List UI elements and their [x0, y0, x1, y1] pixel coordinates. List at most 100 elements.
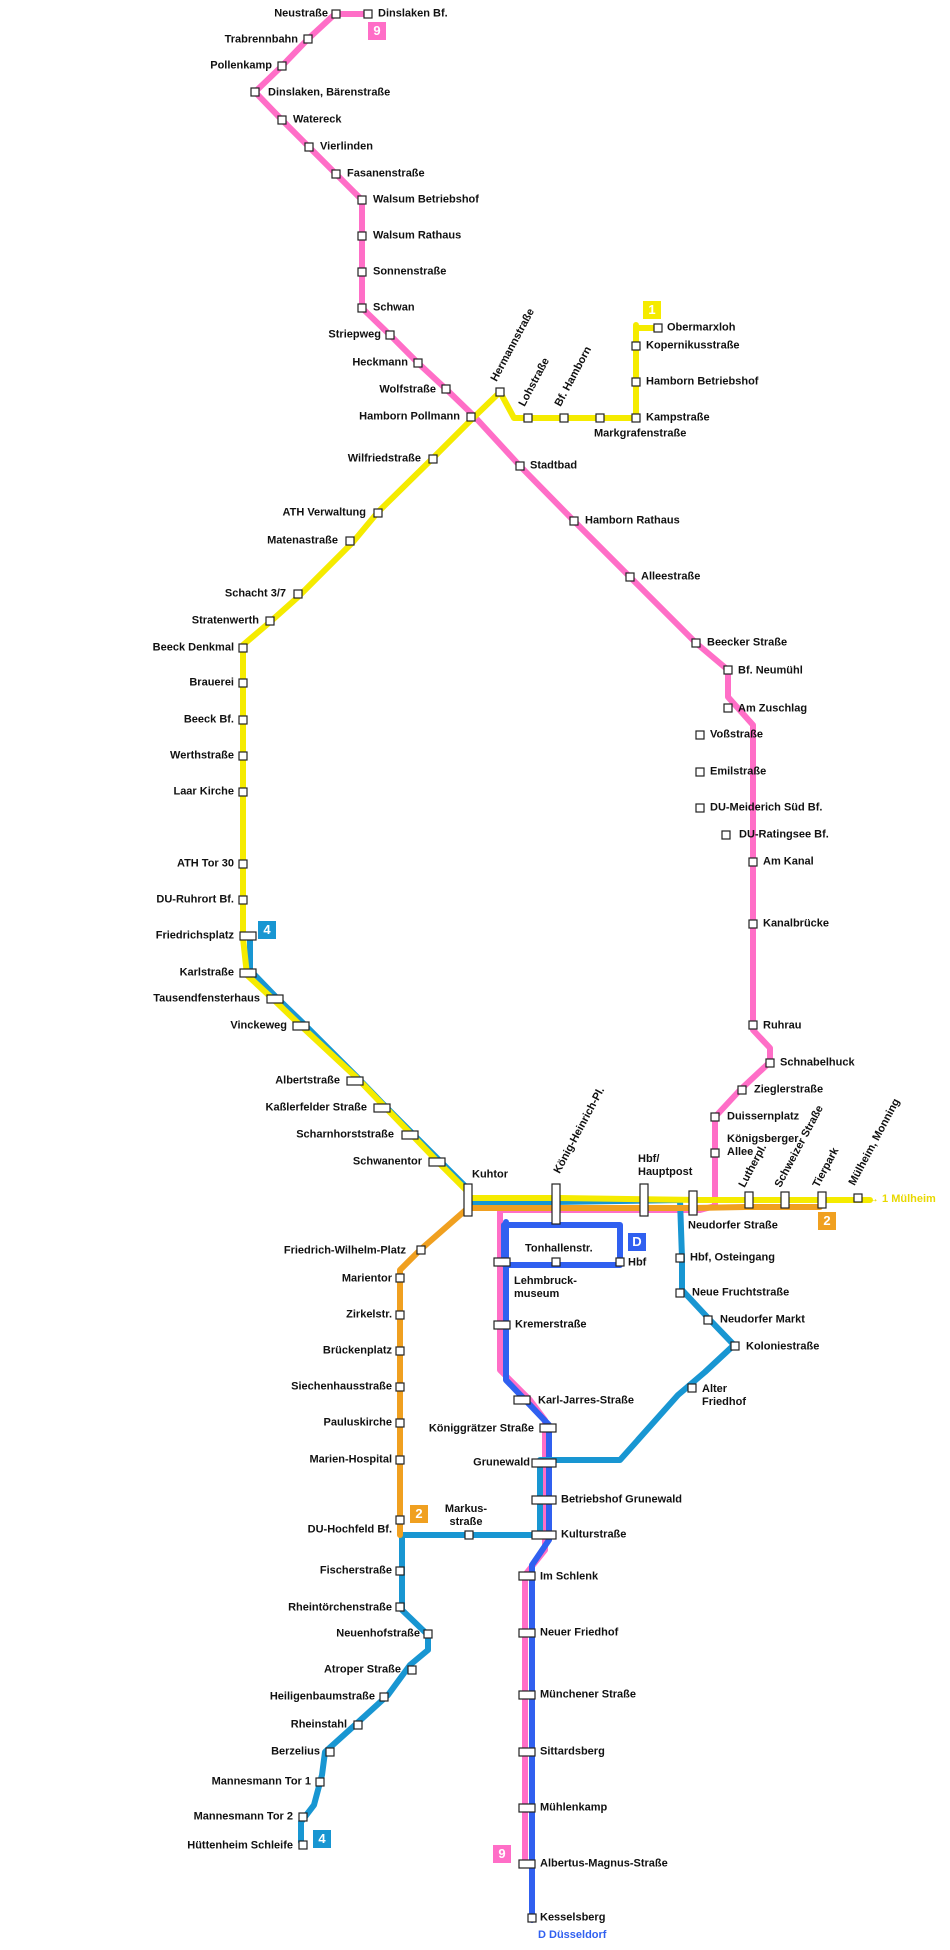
stop-beeck-denkmal [238, 643, 248, 653]
stop-alter-friedhof [687, 1383, 697, 1393]
station-label-neudorfer-markt: Neudorfer Markt [720, 1313, 805, 1326]
line-2-route [397, 1204, 823, 1538]
stop-kulturstrasse [531, 1530, 557, 1540]
stop-ath-tor-30 [238, 859, 248, 869]
station-label-obermarxloh: Obermarxloh [667, 321, 736, 334]
station-label-ath-tor-30: ATH Tor 30 [176, 857, 234, 870]
station-label-dinslaken-baerenstrasse: Dinslaken, Bärenstraße [268, 86, 391, 99]
stop-hbf-hauptpost [639, 1183, 649, 1217]
station-label-vossstrasse: Voßstraße [710, 728, 763, 741]
station-label-vierlinden: Vierlinden [320, 140, 373, 153]
station-stops [238, 9, 863, 1923]
station-label-karlstrasse: Karlstraße [179, 966, 234, 979]
stop-kanalbruecke [748, 919, 758, 929]
stop-schwan [357, 303, 367, 313]
stop-grunewald [531, 1458, 557, 1468]
station-label-am-kanal: Am Kanal [763, 855, 814, 868]
stop-koloniestrasse [730, 1341, 740, 1351]
stop-huettenheim [298, 1840, 308, 1850]
stop-fasanenstrasse [331, 169, 341, 179]
stop-muenchener [518, 1690, 536, 1700]
station-label-friedrichsplatz: Friedrichsplatz [155, 929, 234, 942]
stop-hamborn-betriebshof [631, 377, 641, 387]
station-label-beeck-bf: Beeck Bf. [183, 713, 234, 726]
station-label-stratenwerth: Stratenwerth [191, 614, 259, 627]
stop-hbf-osteingang [675, 1253, 685, 1263]
line-4-south [298, 1532, 543, 1845]
station-label-kulturstrasse: Kulturstraße [561, 1528, 627, 1541]
stop-sonnenstrasse [357, 267, 367, 277]
station-label-stadtbad: Stadtbad [530, 459, 578, 472]
line-1-badge: 1 [643, 301, 661, 319]
stop-atroper [407, 1665, 417, 1675]
station-label-dinslaken-bf: Dinslaken Bf. [378, 7, 448, 20]
stop-lohstrasse [523, 413, 533, 423]
stop-stadtbad [515, 461, 525, 471]
stop-markusstrasse [464, 1530, 474, 1540]
station-label-matenastrasse: Matenastraße [267, 534, 338, 547]
station-label-beecker-strasse: Beecker Straße [707, 636, 788, 649]
line-d-route [503, 1219, 552, 1923]
station-label-alleestrasse: Alleestraße [641, 570, 701, 583]
station-label-hamborn-betriebshof: Hamborn Betriebshof [646, 375, 759, 388]
station-label-kampstrasse: Kampstraße [646, 411, 710, 424]
station-label-du-hochfeld: DU-Hochfeld Bf. [307, 1523, 392, 1536]
stop-friedrichsplatz [239, 931, 257, 941]
station-label-fasanenstrasse: Fasanenstraße [347, 167, 425, 180]
station-label-trabrennbahn: Trabrennbahn [224, 33, 298, 46]
stop-mannesmann2 [298, 1812, 308, 1822]
stop-pollenkamp [277, 61, 287, 71]
stop-zirkelstr [395, 1310, 405, 1320]
station-label-albertus-magnus: Albertus-Magnus-Straße [540, 1857, 668, 1870]
stop-vossstrasse [695, 730, 705, 740]
stop-dinslaken-baerenstrasse [250, 87, 260, 97]
stop-wolfstrasse [441, 384, 451, 394]
station-label-hamborn-pollmann: Hamborn Pollmann [359, 410, 460, 423]
station-label-mannesmann2: Mannesmann Tor 2 [193, 1810, 293, 1823]
stop-muehlenkamp [518, 1803, 536, 1813]
station-label-neuer-friedhof: Neuer Friedhof [540, 1626, 619, 1639]
stop-brauerei [238, 678, 248, 688]
stop-heiligenbaum [379, 1692, 389, 1702]
station-label-mannesmann1: Mannesmann Tor 1 [211, 1775, 311, 1788]
stop-im-schlenk [518, 1571, 536, 1581]
stop-hamborn-pollmann [466, 412, 476, 422]
stop-alleestrasse [625, 572, 635, 582]
station-label-bf-neumuehl: Bf. Neumühl [738, 664, 803, 677]
stop-du-hochfeld [395, 1515, 405, 1525]
station-label-emilstrasse: Emilstraße [710, 765, 767, 778]
station-label-zirkelstr: Zirkelstr. [346, 1308, 392, 1321]
stop-muelheim-monning [853, 1193, 863, 1203]
station-label-huettenheim: Hüttenheim Schleife [187, 1839, 293, 1852]
stop-albertstrasse [346, 1076, 364, 1086]
line-2-badge: 2 [818, 1212, 836, 1230]
line-4-badge: 4 [258, 921, 276, 939]
line-9-route-north [252, 11, 773, 1863]
station-label-hbf-hauptpost: Hbf/Hauptpost [638, 1153, 693, 1178]
station-label-wilfriedstrasse: Wilfriedstraße [347, 452, 421, 465]
stop-kremerstrasse [493, 1320, 511, 1330]
station-label-schacht: Schacht 3/7 [224, 587, 286, 600]
stop-beeck-bf [238, 715, 248, 725]
station-label-heckmann: Heckmann [352, 356, 408, 369]
station-label-atroper: Atroper Straße [323, 1663, 401, 1676]
station-label-rheintoerchen: Rheintörchenstraße [288, 1601, 392, 1614]
station-label-hbf: Hbf [628, 1256, 647, 1269]
station-label-albertstrasse: Albertstraße [275, 1074, 340, 1087]
stop-mannesmann1 [315, 1777, 325, 1787]
stop-trabrennbahn [303, 34, 313, 44]
station-label-ath-verwaltung: ATH Verwaltung [282, 506, 366, 519]
stop-hermannstrasse [495, 387, 505, 397]
station-label-heiligenbaum: Heiligenbaumstraße [269, 1690, 375, 1703]
station-label-berzelius: Berzelius [271, 1745, 320, 1758]
station-label-kuhtor: Kuhtor [472, 1168, 509, 1181]
stop-du-ratingsee [721, 830, 731, 840]
stop-ath-verwaltung [373, 508, 383, 518]
line-d-hbf-loop [501, 1222, 623, 1268]
station-label-friedrich-wilhelm-platz: Friedrich-Wilhelm-Platz [283, 1244, 406, 1257]
line-9-badge-south: 9 [493, 1845, 511, 1863]
station-label-kopernikusstrasse: Kopernikusstraße [646, 339, 740, 352]
